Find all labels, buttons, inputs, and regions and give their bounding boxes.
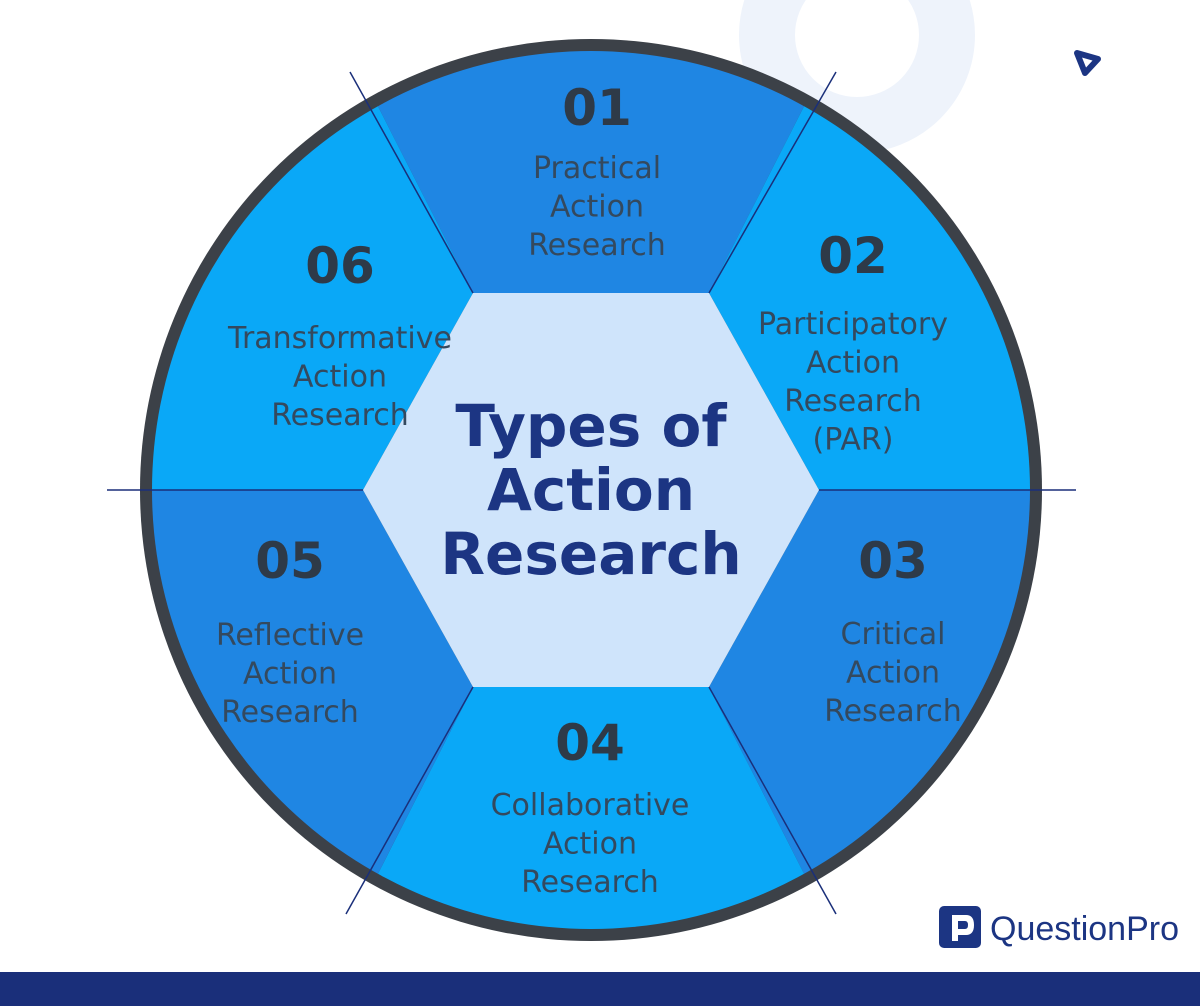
segment-label-line: Research [824,694,962,729]
segment-number: 06 [305,237,375,295]
segment-label-line: Action [293,360,387,395]
segment-label-line: Research [521,865,659,900]
bottom-bar [0,972,1200,1006]
decorative-triangle-icon [1074,50,1101,76]
segment-label-line: Participatory [758,307,948,342]
segment-label-line: Action [806,346,900,381]
questionpro-logo-icon [939,906,981,948]
segment-label-line: Reflective [216,618,364,653]
segment-number: 03 [858,532,928,590]
segment-number: 01 [562,79,632,137]
title-line-3: Research [440,520,741,588]
questionpro-logo: QuestionPro [939,906,1179,948]
segment-number: 05 [255,532,325,590]
segment-label-line: Research [271,398,409,433]
title-line-1: Types of [455,392,727,460]
decorative-ring [739,0,975,153]
segment-label-line: Practical [533,151,661,186]
segment-number: 02 [818,227,888,285]
segment-label-line: Research [528,228,666,263]
segment-label-line: Research [221,695,359,730]
brand-name: QuestionPro [990,910,1179,948]
diagram-title: Types of Action Research [440,392,741,588]
segment-number: 04 [555,714,625,772]
segment-04 [334,687,848,929]
segment-label-line: Transformative [227,321,452,356]
segment-label-line: Action [550,190,644,225]
segment-label-line: Action [846,656,940,691]
segment-label-line: Action [243,657,337,692]
segment-label-line: Research [784,384,922,419]
segment-label-line: (PAR) [813,423,894,458]
segment-label-line: Critical [841,617,946,652]
segment-label-line: Collaborative [491,788,690,823]
center-hexagon [363,293,819,687]
segment-01 [334,51,848,293]
title-line-2: Action [487,456,695,524]
divider-lines [107,71,1076,915]
segment-label-line: Action [543,827,637,862]
